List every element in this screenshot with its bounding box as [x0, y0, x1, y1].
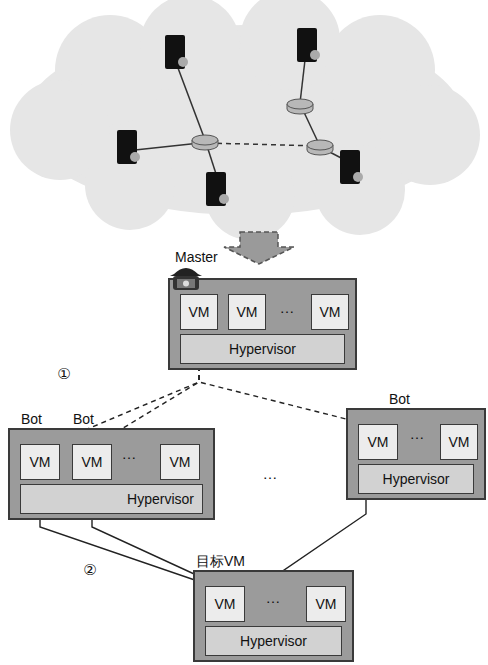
callout-number: ① — [44, 366, 84, 382]
host-box: HypervisorMasterVMVMVM — [168, 278, 357, 370]
ellipsis: … — [109, 446, 149, 462]
vm-label: VM — [170, 454, 191, 470]
host-label: Hypervisor — [240, 633, 307, 649]
ellipsis: … — [250, 466, 290, 482]
host-box: HypervisorBotVMBotVMVM — [8, 428, 215, 520]
vm-label: VM — [189, 304, 210, 320]
hypervisor-band: Hypervisor — [20, 484, 203, 514]
role-label: Bot — [389, 391, 410, 407]
vm-label: VM — [215, 596, 236, 612]
vm-label: VM — [30, 454, 51, 470]
vm-box: BotVM — [358, 424, 398, 460]
vm-box: VM — [306, 586, 346, 622]
host-box: HypervisorBotVMVM — [346, 408, 486, 500]
vm-box: VM — [228, 294, 266, 330]
vm-label: VM — [368, 434, 389, 450]
vm-box: VM — [160, 444, 200, 480]
vm-box: BotVM — [72, 444, 112, 480]
vm-label: VM — [82, 454, 103, 470]
hypervisor-band: Hypervisor — [180, 334, 345, 364]
host-box: Hypervisor目标VMVMVM — [193, 570, 354, 662]
hypervisor-band: Hypervisor — [205, 626, 342, 656]
vm-box: VM — [440, 424, 478, 460]
host-label: Hypervisor — [127, 491, 194, 507]
host-label: Hypervisor — [229, 341, 296, 357]
role-label: Bot — [21, 411, 42, 427]
ellipsis: … — [397, 426, 437, 442]
vm-label: VM — [237, 304, 258, 320]
ellipsis: … — [267, 300, 307, 316]
vm-label: VM — [316, 596, 337, 612]
vm-box: 目标VMVM — [205, 586, 245, 622]
hypervisor-band: Hypervisor — [358, 464, 474, 494]
ellipsis: … — [253, 590, 293, 606]
role-label: 目标VM — [196, 553, 245, 569]
role-label: Bot — [73, 411, 94, 427]
callout-number: ② — [70, 562, 110, 578]
host-label: Hypervisor — [383, 471, 450, 487]
vm-box: VM — [311, 294, 349, 330]
vm-box: MasterVM — [180, 294, 218, 330]
vm-box: BotVM — [20, 444, 60, 480]
vm-label: VM — [449, 434, 470, 450]
down-arrow — [224, 232, 294, 264]
role-label: Master — [175, 249, 218, 265]
vm-label: VM — [320, 304, 341, 320]
cloud-network — [0, 0, 488, 270]
